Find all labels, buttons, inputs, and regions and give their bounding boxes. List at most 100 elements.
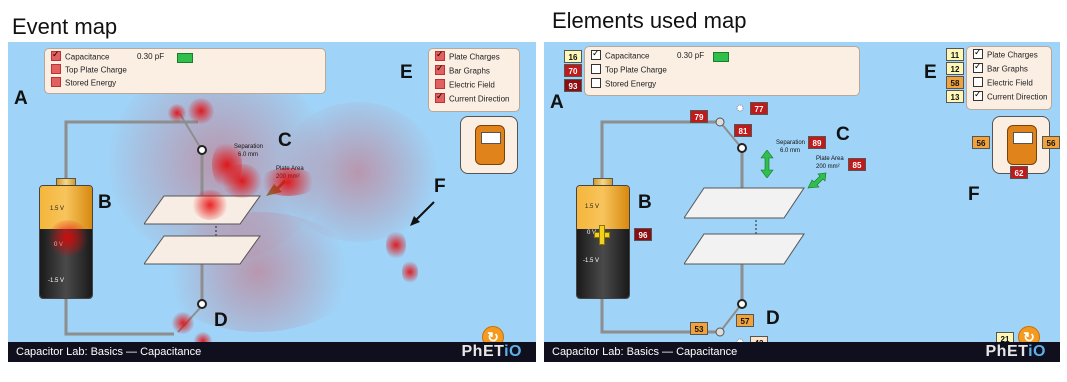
- label-f: F: [968, 184, 980, 205]
- checkbox-icon[interactable]: [591, 64, 601, 74]
- label-c: C: [836, 124, 850, 145]
- count-battery-slider: 96: [634, 228, 652, 241]
- count-bar-graphs: 12: [946, 62, 964, 75]
- battery-top-label: 1.5 V: [585, 204, 600, 210]
- count-switch-top-mid: 81: [734, 124, 752, 137]
- sim-title-bar: Capacitor Lab: Basics — Capacitance PhET…: [8, 342, 536, 362]
- bottom-plate: [684, 233, 805, 265]
- event-map-panel: 1.5 V 0 V -1.5 V Capacitance 0.30 pF Top…: [8, 42, 536, 362]
- separation-arrow-icon[interactable]: [760, 150, 774, 178]
- count-meter-bottom: 62: [1010, 166, 1028, 179]
- current-direction-row[interactable]: Current Direction: [973, 89, 1047, 104]
- count-switch-top-left: 79: [690, 110, 708, 123]
- separation-value: 6.0 mm: [780, 148, 801, 154]
- phetio-logo[interactable]: PhETiO: [985, 343, 1046, 360]
- heat-spot: [258, 168, 318, 196]
- count-stored-energy: 93: [564, 79, 582, 92]
- plate-area-value: 200 mm²: [816, 164, 840, 170]
- battery-voltage-track: [599, 225, 605, 245]
- checkbox-icon[interactable]: [51, 64, 61, 74]
- bottom-plate: [144, 235, 261, 265]
- elements-used-map-heading: Elements used map: [552, 8, 747, 33]
- voltmeter-icon: [475, 125, 505, 165]
- capacitance-value: 0.30 pF: [677, 51, 705, 60]
- checkbox-icon[interactable]: [51, 77, 61, 87]
- capacitance-color-swatch: [713, 52, 729, 62]
- label-d: D: [214, 310, 228, 331]
- count-meter-right: 56: [1042, 136, 1060, 149]
- current-direction-row[interactable]: Current Direction: [435, 91, 509, 106]
- capacitance-row[interactable]: Capacitance: [591, 48, 649, 63]
- label-f: F: [434, 176, 446, 197]
- bar-graphs-row[interactable]: Bar Graphs: [435, 63, 490, 78]
- checkbox-icon[interactable]: [591, 78, 601, 88]
- plate-charges-row[interactable]: Plate Charges: [435, 49, 500, 64]
- count-switch-bottom-left: 53: [690, 322, 708, 335]
- label-b: B: [638, 192, 652, 213]
- plate-area-arrow-icon[interactable]: [806, 172, 828, 190]
- count-switch-top-right: 77: [750, 102, 768, 115]
- count-plate-charges: 11: [946, 48, 964, 61]
- stored-energy-row[interactable]: Stored Energy: [591, 78, 656, 91]
- top-plate: [684, 187, 805, 219]
- separation-label: Separation: [776, 140, 806, 146]
- view-options-panel: Plate Charges Bar Graphs Electric Field …: [428, 48, 520, 112]
- capacitance-control-panel: Capacitance 0.30 pF Top Plate Charge Sto…: [44, 48, 326, 94]
- top-plate-charge-row[interactable]: Top Plate Charge: [591, 64, 667, 77]
- voltmeter-toolbox[interactable]: [992, 116, 1050, 174]
- count-plate-area: 85: [848, 158, 866, 171]
- battery-bottom-label: -1.5 V: [583, 258, 600, 264]
- heat-spot: [402, 260, 418, 284]
- checkbox-icon[interactable]: [973, 89, 983, 101]
- pointer-arrow-icon: [410, 201, 435, 226]
- checkbox-icon[interactable]: [973, 77, 983, 87]
- bar-graphs-row[interactable]: Bar Graphs: [973, 61, 1028, 76]
- checkbox-icon[interactable]: [973, 61, 983, 73]
- phetio-logo[interactable]: PhETiO: [461, 343, 522, 360]
- heat-spot: [386, 230, 406, 260]
- event-map-heading: Event map: [12, 14, 118, 39]
- label-b: B: [98, 192, 112, 213]
- label-e: E: [924, 62, 937, 83]
- battery-bottom-label: -1.5 V: [48, 278, 65, 284]
- heat-haze: [158, 212, 358, 332]
- electric-field-row[interactable]: Electric Field: [435, 79, 495, 92]
- label-e: E: [400, 62, 413, 83]
- checkbox-icon[interactable]: [435, 63, 445, 75]
- voltmeter-icon: [1007, 125, 1037, 165]
- count-switch-bottom-mid: 57: [736, 314, 754, 327]
- plate-area-label: Plate Area: [816, 156, 844, 162]
- voltmeter-toolbox[interactable]: [460, 116, 518, 174]
- count-top-plate-charge: 70: [564, 64, 582, 77]
- circuit-wires: [64, 113, 217, 336]
- plate-charges-row[interactable]: Plate Charges: [973, 47, 1038, 62]
- top-plate-charge-row[interactable]: Top Plate Charge: [51, 64, 127, 77]
- heat-spot: [168, 104, 186, 122]
- checkbox-icon[interactable]: [435, 79, 445, 89]
- elements-used-map-panel: 1.5 V 0 V -1.5 V Capacitance 0.30 pF Top…: [544, 42, 1060, 362]
- capacitance-color-swatch: [177, 53, 193, 63]
- count-current-direction: 13: [946, 90, 964, 103]
- heat-spot: [172, 312, 194, 334]
- battery-top-label: 1.5 V: [50, 206, 65, 212]
- label-a: A: [550, 92, 564, 113]
- capacitance-row[interactable]: Capacitance: [51, 49, 109, 64]
- count-capacitance: 16: [564, 50, 582, 63]
- sim-title-bar: Capacitor Lab: Basics — Capacitance PhET…: [544, 342, 1060, 362]
- heat-spot: [192, 190, 228, 220]
- checkbox-icon[interactable]: [435, 49, 445, 61]
- capacitance-value: 0.30 pF: [137, 52, 165, 61]
- capacitance-control-panel: Capacitance 0.30 pF Top Plate Charge Sto…: [584, 46, 860, 96]
- count-electric-field: 58: [946, 76, 964, 89]
- checkbox-icon[interactable]: [973, 47, 983, 59]
- label-a: A: [14, 88, 28, 109]
- checkbox-icon[interactable]: [51, 49, 61, 61]
- stored-energy-row[interactable]: Stored Energy: [51, 77, 116, 90]
- count-meter-left: 56: [972, 136, 990, 149]
- label-c: C: [278, 130, 292, 151]
- battery-mid-label: 0 V: [587, 230, 597, 236]
- sim-title: Capacitor Lab: Basics — Capacitance: [552, 346, 738, 358]
- checkbox-icon[interactable]: [591, 48, 601, 60]
- electric-field-row[interactable]: Electric Field: [973, 77, 1033, 90]
- checkbox-icon[interactable]: [435, 91, 445, 103]
